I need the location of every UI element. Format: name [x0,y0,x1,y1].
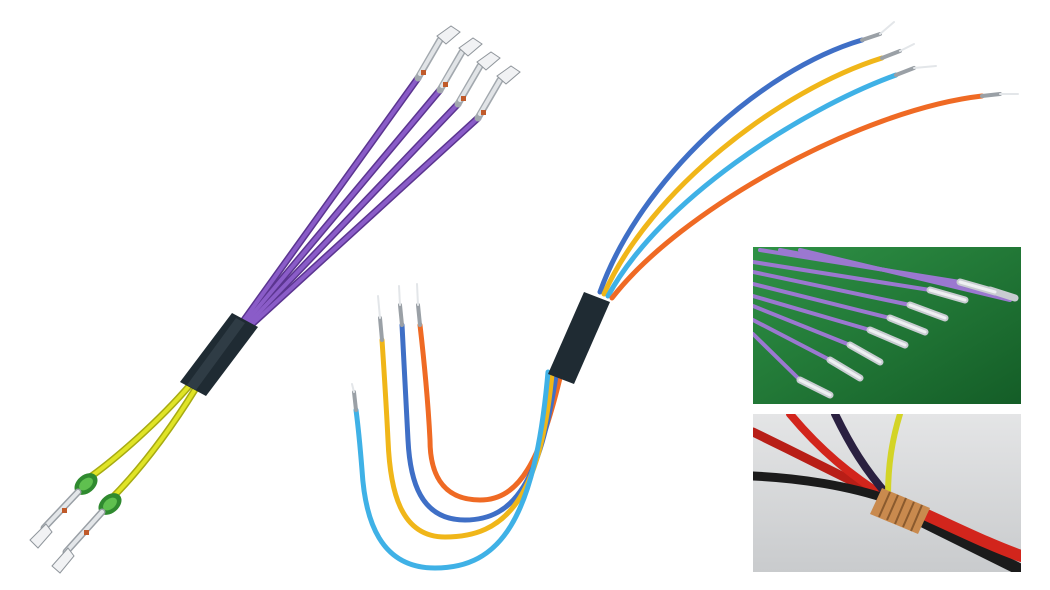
lower-wires [353,322,563,571]
upper-wires [597,37,985,301]
yellow-wires [82,381,200,504]
terminals-photo [753,247,1021,404]
purple-yellow-harness [29,25,521,574]
lower-terminals [351,283,422,412]
purple-wires [240,74,482,330]
heat-shrink-sleeve [180,313,258,396]
splice-photo [753,414,1021,572]
yellow-terminals [29,488,106,574]
purple-terminals [414,25,521,122]
upper-terminals [860,21,1019,98]
copper-splice [870,488,930,534]
multicolor-harness [351,21,1019,571]
heat-shrink-sleeve [548,292,610,384]
